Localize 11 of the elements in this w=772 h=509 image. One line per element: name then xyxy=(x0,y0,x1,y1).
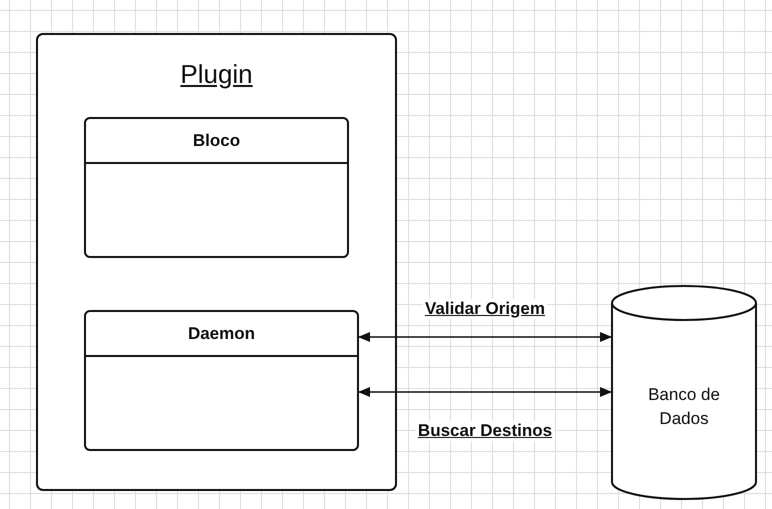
double-arrow xyxy=(358,332,612,342)
component-box xyxy=(84,310,359,451)
edge-label: Validar Origem xyxy=(423,299,547,319)
edge-label: Buscar Destinos xyxy=(416,421,554,441)
container-title: Plugin xyxy=(179,59,254,90)
component-title: Bloco xyxy=(86,119,347,164)
database-label: Banco de Dados xyxy=(647,384,721,430)
plugin-container xyxy=(36,33,397,491)
double-arrow xyxy=(358,387,612,397)
component-box xyxy=(84,117,349,258)
component-title: Daemon xyxy=(86,312,357,357)
